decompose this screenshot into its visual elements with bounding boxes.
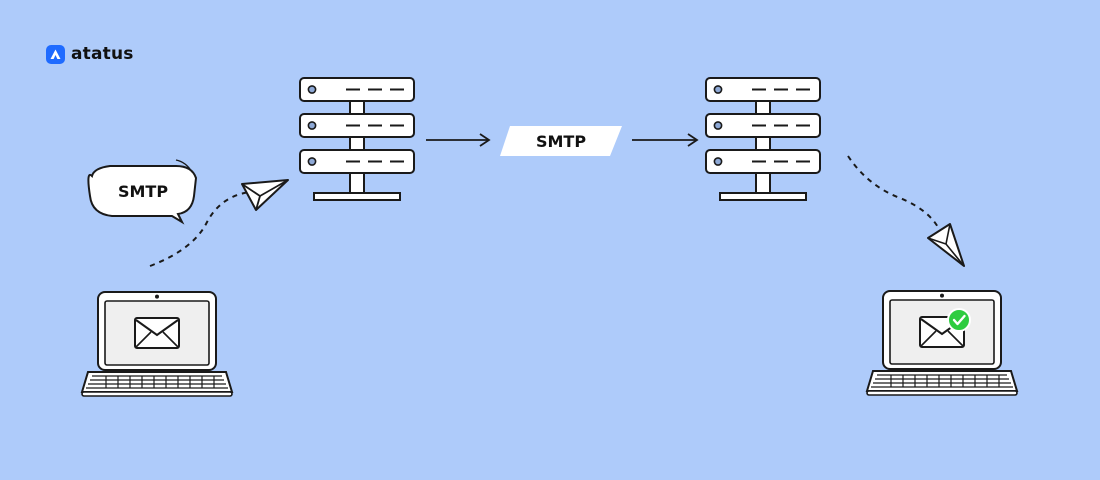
dashed-path-outgoing [149,191,251,267]
brand-logo: atatus [46,44,134,64]
envelope-icon [134,317,180,349]
smtp-bubble-label: SMTP [118,182,168,201]
paper-plane-icon [927,223,965,267]
dashed-path-incoming [847,155,943,237]
receiver-laptop-icon [866,290,1018,396]
check-circle-icon [947,308,971,332]
brand-name: atatus [71,44,134,64]
sender-server-icon [300,78,414,200]
paper-plane-icon [241,179,289,211]
smtp-speech-bubble: SMTP [87,159,198,225]
sender-laptop-icon [81,291,233,397]
receiver-server-icon [706,78,820,200]
smtp-protocol-label: SMTP [536,132,586,151]
atatus-logo-icon [46,44,65,64]
arrow-to-smtp [426,133,491,147]
smtp-protocol-tag: SMTP [500,126,622,156]
arrow-to-receiver-server [632,133,699,147]
